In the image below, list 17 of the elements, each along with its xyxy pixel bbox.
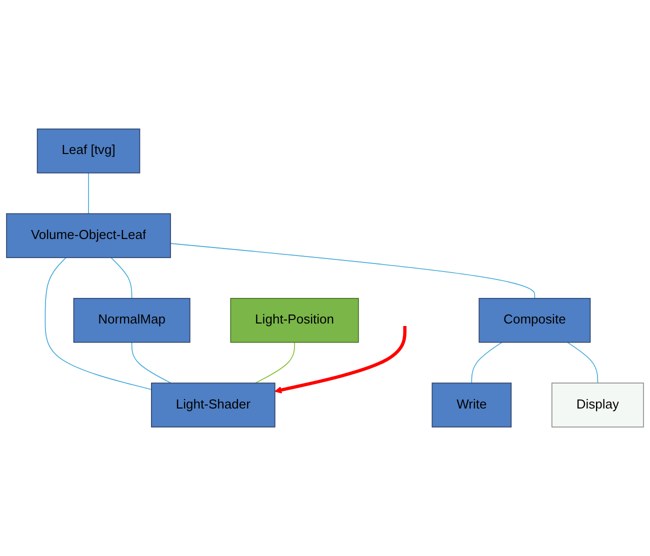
node-box: Write	[432, 382, 512, 428]
node-box: NormalMap	[73, 298, 190, 343]
connector	[44, 257, 152, 390]
connector	[110, 257, 132, 299]
connector	[88, 172, 89, 214]
node-box: Display	[552, 382, 644, 428]
connector	[131, 342, 172, 384]
node-box: Light-Position	[230, 298, 359, 343]
node-box: Volume-Object-Leaf	[6, 213, 171, 258]
arrow	[274, 326, 406, 394]
node-box: Light-Shader	[151, 382, 276, 428]
connector	[170, 243, 536, 299]
node-box: Composite	[478, 298, 591, 343]
node-box: Leaf [tvg]	[36, 128, 140, 174]
connector	[471, 342, 502, 384]
connector	[255, 342, 295, 384]
connector	[567, 342, 598, 384]
